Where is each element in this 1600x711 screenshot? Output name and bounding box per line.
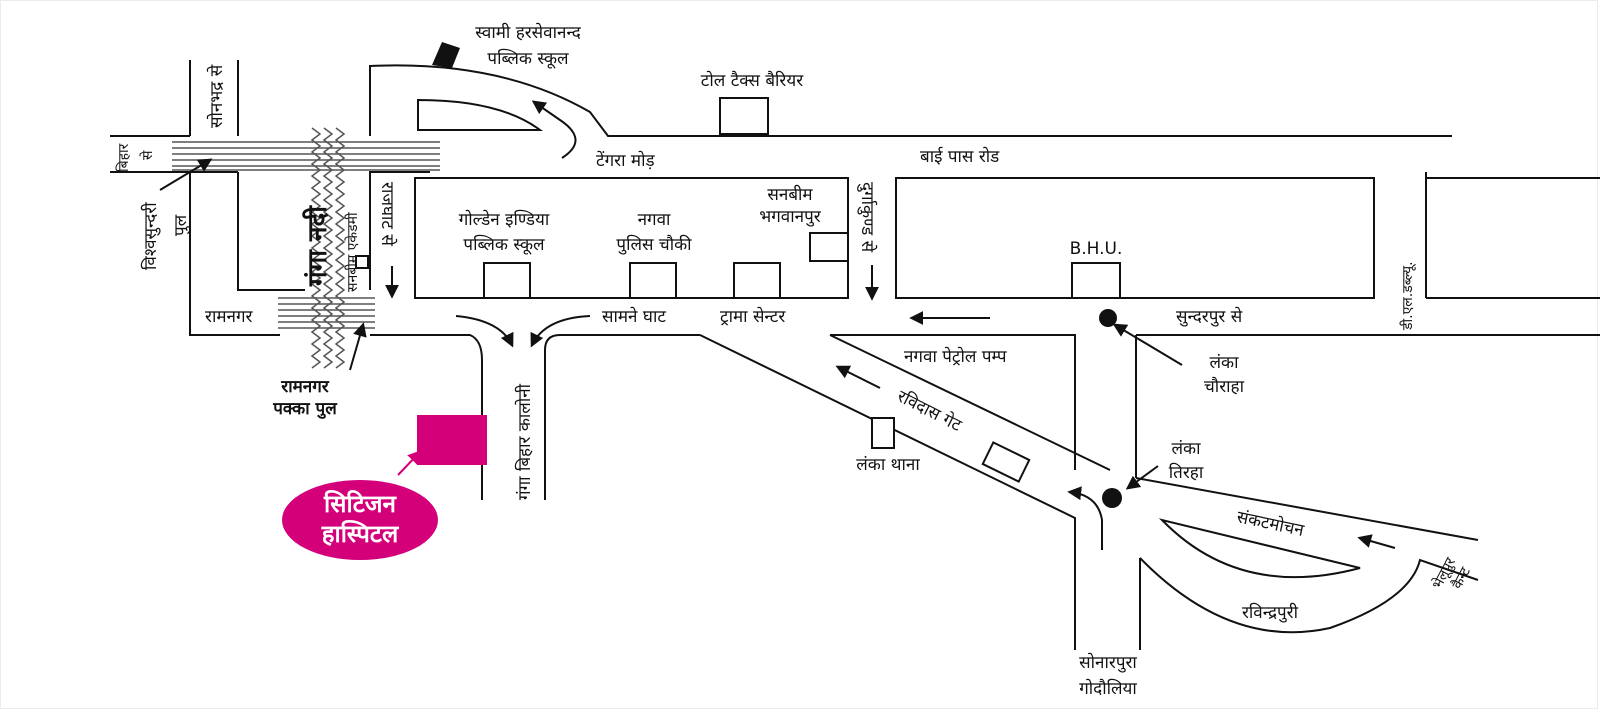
west-road-right — [237, 172, 305, 291]
hospital-label-2: हास्पिटल — [321, 520, 400, 548]
label-golden-india-1: गोल्डेन इण्डिया — [459, 209, 550, 230]
ramnagar-bridge-pointer — [349, 322, 367, 371]
label-nagwa-police-1: नगवा — [638, 210, 671, 230]
label-toll-tax: टोल टैक्स बैरियर — [701, 70, 804, 91]
label-sonbhadra: सोनभद्र से — [206, 64, 227, 128]
lanka-thana-building — [871, 417, 895, 449]
ganga-wave-1 — [310, 127, 322, 369]
roads — [110, 60, 1600, 650]
label-golden-india-2: पब्लिक स्कूल — [463, 234, 545, 255]
ravindrapuri-inner — [1158, 518, 1361, 579]
block-dlw — [1426, 177, 1600, 299]
label-trauma-center: ट्रामा सेन्टर — [720, 306, 786, 327]
blocks — [355, 42, 1600, 483]
label-sonarpura-1: सोनारपुरा — [1079, 652, 1137, 673]
label-lanka-tiraha-1: लंका — [1172, 439, 1202, 459]
label-ravidas-gate: रविदास गेट — [894, 386, 966, 436]
label-dlw: डी.एल.डब्ल्यू. — [1399, 261, 1416, 331]
trauma-building — [733, 262, 781, 299]
lanka-tiraha-pointer — [1125, 465, 1159, 490]
citizen-hospital-marker[interactable]: सिटिजन हास्पिटल — [282, 480, 438, 560]
river — [172, 127, 440, 369]
label-ganga-nadi: गंगा नदी — [302, 205, 333, 287]
label-lanka-tiraha-2: तिरहा — [1169, 462, 1204, 483]
label-lanka-thana: लंका थाना — [856, 455, 920, 475]
label-tengra-mod: टेंगरा मोड़ — [596, 150, 655, 171]
label-sunbeam-bhagwanpur-1: सनबीम — [767, 184, 813, 205]
tengra-road-outer — [369, 64, 1452, 137]
lanka-tiraha-turn-arrow — [1067, 486, 1103, 550]
bhu-building — [1071, 262, 1121, 299]
sunbeam-academy-building — [355, 255, 369, 269]
ravidas-arrow — [835, 365, 881, 389]
label-swami-school-1: स्वामी हरसेवानन्द — [475, 22, 581, 43]
tengra-uturn-arrow — [531, 100, 577, 159]
tengra-inner-loop — [417, 98, 544, 131]
lanka-tiraha-dot — [1102, 488, 1122, 508]
citizen-hospital-building — [417, 415, 487, 465]
label-ravindrapuri: रविन्द्रपुरी — [1242, 602, 1299, 623]
golden-india-building — [483, 262, 531, 299]
swami-school-building — [432, 42, 460, 68]
hospital-ellipse — [282, 480, 438, 560]
label-ramnagar-bridge-2: पक्का पुल — [272, 399, 338, 419]
arrows — [159, 100, 1396, 550]
lanka-chauraha-dot — [1099, 309, 1117, 327]
label-bihar-se: से — [139, 150, 156, 160]
label-bhu: B.H.U. — [1070, 239, 1123, 259]
label-lanka-chauraha-1: लंका — [1210, 353, 1240, 373]
nagwa-police-building — [629, 262, 677, 299]
label-vishwasundari-1: विश्वसुन्दरी — [140, 202, 161, 270]
vishwasundari-bridge-lines — [172, 141, 440, 171]
ganga-wave-2 — [322, 127, 334, 369]
ramnagar-bridge-lines — [278, 297, 375, 329]
ravidas-gate-building — [981, 441, 1031, 483]
petrol-pump-road — [830, 334, 1076, 470]
label-rajghat: राजघाट से — [377, 182, 398, 246]
ganga-vihar-road-right — [544, 334, 700, 500]
ramnagar-road-bottom — [370, 334, 483, 500]
ravidas-road-lower — [829, 334, 1111, 471]
toll-tax-building — [719, 97, 769, 135]
sunbeam-bhagwanpur-building — [809, 232, 849, 262]
label-ganga-vihar: गंगा बिहार कालोनी — [514, 383, 535, 500]
label-nagwa-petrol: नगवा पेट्रोल पम्प — [904, 346, 1007, 367]
label-ramnagar-bridge-1: रामनगर — [280, 377, 330, 397]
block-bhu — [895, 177, 1375, 299]
saamne-ghat-turn-arrow — [530, 315, 591, 348]
label-bihar: बिहार — [115, 143, 132, 172]
ganga-wave-3 — [334, 127, 346, 369]
hospital-label-1: सिटिजन — [323, 490, 398, 518]
label-durgakund: दुर्गाकुण्ड से — [857, 182, 878, 253]
hospital-pointer — [397, 449, 422, 476]
lanka-chauraha-pointer — [1112, 323, 1183, 366]
sankatmochan-road-top — [1135, 477, 1479, 541]
label-sunbeam-bhagwanpur-2: भगवानपुर — [759, 207, 821, 227]
label-ramnagar: रामनगर — [205, 307, 254, 327]
ramnagar-road-top — [369, 171, 430, 290]
ramnagar-turn-arrow — [455, 315, 514, 348]
label-swami-school-2: पब्लिक स्कूल — [487, 48, 569, 69]
sankatmochan-arrow — [1357, 534, 1396, 549]
ravidas-road-upper — [699, 334, 1076, 650]
west-road-left — [189, 172, 280, 336]
ravindrapuri-outer — [1139, 557, 1479, 634]
label-sunbeam-academy: सनबीम एकेडमी — [344, 212, 361, 292]
label-sonarpura-2: गोदौलिया — [1079, 678, 1137, 699]
label-nagwa-police-2: पुलिस चौकी — [616, 234, 692, 255]
label-sundarpur: सुन्दरपुर से — [1176, 306, 1243, 327]
vishwasundari-pointer — [159, 158, 213, 191]
label-bypass-road: बाई पास रोड — [920, 146, 1000, 167]
label-sankatmochan: संकटमोचन — [1235, 506, 1306, 541]
label-lanka-chauraha-2: चौराहा — [1204, 376, 1245, 397]
label-saamne-ghat: सामने घाट — [602, 306, 666, 327]
label-vishwasundari-2: पुल — [171, 214, 191, 236]
